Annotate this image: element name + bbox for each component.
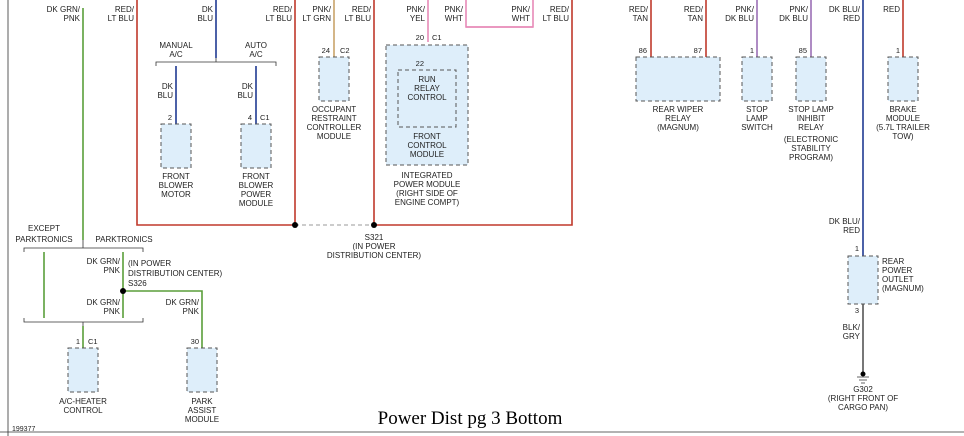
wire-label-pnk-yel: PNK/YEL xyxy=(406,5,425,23)
wire-label-dkgrn-pnk-park: DK GRN/PNK xyxy=(166,298,200,316)
wire-label-red-ltblu-1: RED/LT BLU xyxy=(108,5,135,23)
rear-power-outlet-box xyxy=(847,255,879,305)
wire-label-pnk-dkblu-1: PNK/DK BLU xyxy=(725,5,755,23)
pin-blower-module: 4 xyxy=(248,113,252,122)
wire-label-red-ltblu-3: RED/LT BLU xyxy=(345,5,372,23)
wire-red-ltblu-1 xyxy=(136,0,296,226)
pin-rear-wiper-a: 86 xyxy=(639,46,647,55)
ac-option-bracket xyxy=(155,58,277,66)
pin-ipm-outer: 20 xyxy=(416,33,424,42)
parktronics-bottom-bracket xyxy=(23,318,144,326)
brake-module-box xyxy=(887,56,919,102)
pin-stop-lamp-inhibit: 85 xyxy=(799,46,807,55)
ac-heater-control-box xyxy=(67,347,99,393)
pin-park-assist: 30 xyxy=(191,337,199,346)
ground-g302-dot xyxy=(860,371,866,377)
splice-dot-s326 xyxy=(120,288,126,294)
wire-red-ltblu-3 xyxy=(373,0,573,226)
diagram-title: Power Dist pg 3 Bottom xyxy=(378,408,563,429)
pin-outlet-top: 1 xyxy=(855,244,859,253)
wire-label-pnk-wht-1: PNK/WHT xyxy=(444,5,463,23)
splice-dot-s321 xyxy=(371,222,377,228)
wire-dkgrn-pnk-park xyxy=(123,290,203,348)
wire-label-blk-gry: BLK/GRY xyxy=(843,323,861,341)
pin-rear-wiper-b: 87 xyxy=(694,46,702,55)
wire-label-red-tan-1: RED/TAN xyxy=(629,5,649,23)
front-blower-power-module-box xyxy=(240,123,272,169)
pin-occupant-restraint: 24 xyxy=(322,46,330,55)
pin-ipm-inner: 22 xyxy=(416,59,424,68)
pin-brake-module: 1 xyxy=(896,46,900,55)
figure-id: 199377 xyxy=(12,426,35,433)
park-assist-module-box xyxy=(186,347,218,393)
wire-label-red-top: RED xyxy=(883,5,900,14)
wire-label-red-tan-2: RED/TAN xyxy=(684,5,704,23)
wire-label-dkgrn-pnk-top: DK GRN/PNK xyxy=(47,5,81,23)
pin-stop-lamp-switch: 1 xyxy=(750,46,754,55)
parktronics-top-bracket xyxy=(23,240,144,252)
wire-label-dkgrn-pnk-splice-bottom: DK GRN/PNK xyxy=(87,298,121,316)
wire-label-pnk-ltgrn: PNK/LT GRN xyxy=(302,5,331,23)
occupant-restraint-box xyxy=(318,56,350,102)
run-relay-control-box xyxy=(397,69,457,128)
connector-ac-heater: C1 xyxy=(88,337,98,346)
option-parktronics: PARKTRONICS xyxy=(95,235,152,244)
wire-label-red-ltblu-4: RED/LT BLU xyxy=(543,5,570,23)
wire-label-pnk-wht-2: PNK/WHT xyxy=(511,5,530,23)
wire-label-dkblu-red-outlet: DK BLU/RED xyxy=(829,217,861,235)
connector-ipm: C1 xyxy=(432,33,442,42)
wire-label-dkgrn-pnk-splice-top: DK GRN/PNK xyxy=(87,257,121,275)
wires xyxy=(43,0,904,372)
rear-wiper-relay-box xyxy=(635,56,721,102)
pin-blower-motor: 2 xyxy=(168,113,172,122)
wire-label-red-ltblu-2: RED/LT BLU xyxy=(266,5,293,23)
stop-lamp-switch-box xyxy=(741,56,773,102)
component-boxes xyxy=(67,44,919,393)
connector-blower-module: C1 xyxy=(260,113,270,122)
ground-g302-icon xyxy=(857,376,869,384)
connector-occupant-restraint: C2 xyxy=(340,46,350,55)
pin-ac-heater: 1 xyxy=(76,337,80,346)
splices xyxy=(120,222,866,377)
wire-label-pnk-dkblu-2: PNK/DK BLU xyxy=(779,5,809,23)
wire-label-dkblu-red-top: DK BLU/RED xyxy=(829,5,861,23)
splice-dot-left xyxy=(292,222,298,228)
pin-outlet-bottom: 3 xyxy=(855,306,859,315)
front-blower-motor-box xyxy=(160,123,192,169)
stop-lamp-inhibit-relay-box xyxy=(795,56,827,102)
